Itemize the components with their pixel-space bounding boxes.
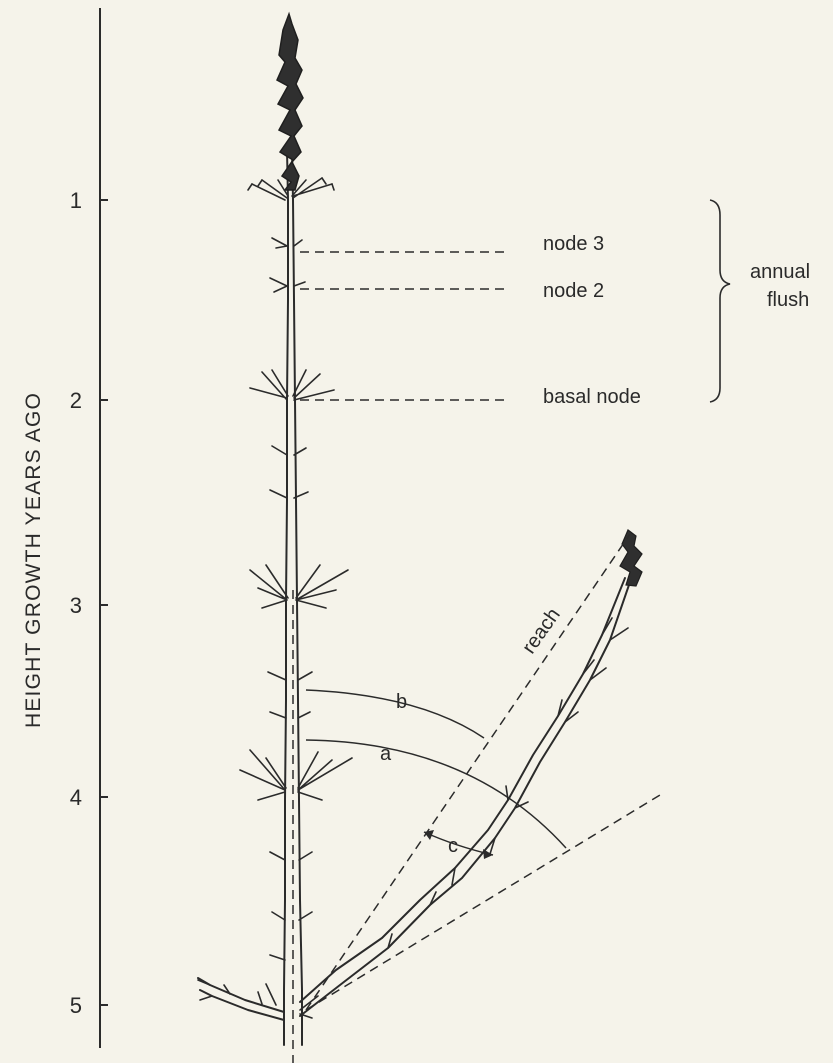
y-axis: 1 2 3 4 5 HEIGHT GROWTH YEARS AGO xyxy=(22,8,108,1048)
branch-whorl-year-4 xyxy=(240,750,352,800)
angle-construction xyxy=(306,534,660,1010)
side-branch-upper-edge xyxy=(300,578,625,1002)
reach-line xyxy=(306,534,630,1010)
angle-a-label: a xyxy=(380,743,392,765)
branch-whorl-year-2 xyxy=(250,370,334,400)
reach-label: reach xyxy=(518,604,565,658)
node-leader-lines xyxy=(300,252,510,400)
annual-flush-label-line1: annual xyxy=(750,261,810,283)
annual-flush-label-line2: flush xyxy=(767,289,809,311)
y-axis-title: HEIGHT GROWTH YEARS AGO xyxy=(22,392,45,728)
node-3-twigs xyxy=(272,238,302,248)
y-tick-label: 3 xyxy=(70,593,82,618)
y-tick-label: 1 xyxy=(70,188,82,213)
internode-twigs xyxy=(270,446,308,498)
internode-twigs xyxy=(270,852,312,960)
angle-b-arc xyxy=(306,690,484,738)
y-tick-label: 2 xyxy=(70,388,82,413)
angle-b-label: b xyxy=(396,691,407,713)
y-tick-label: 4 xyxy=(70,785,82,810)
side-branch-twigs xyxy=(388,618,628,948)
node-3-label: node 3 xyxy=(543,233,604,255)
angle-a-arc xyxy=(306,740,566,848)
branch-whorl-year-5 xyxy=(198,978,318,1020)
branch-direction-line xyxy=(306,795,660,1010)
y-tick-label: 5 xyxy=(70,993,82,1018)
side-branch-tip xyxy=(620,530,642,586)
basal-node-label: basal node xyxy=(543,386,641,408)
angle-c-label: c xyxy=(448,835,458,857)
node-2-label: node 2 xyxy=(543,280,604,302)
main-stem xyxy=(198,14,352,1063)
leader-shoot xyxy=(277,14,303,190)
internode-twigs xyxy=(268,672,312,718)
side-branch-lower-edge xyxy=(300,582,630,1016)
branch-whorl-year-3 xyxy=(250,565,348,608)
annual-flush-brace xyxy=(710,200,730,402)
